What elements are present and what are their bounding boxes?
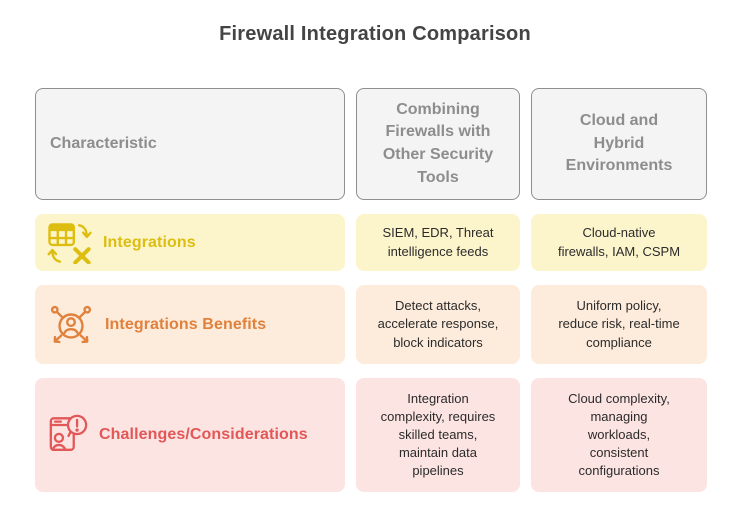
cell-benefits-cloud-hybrid: Uniform policy, reduce risk, real-time c… — [531, 285, 707, 364]
report-alert-icon — [47, 410, 89, 460]
user-network-icon — [47, 304, 95, 346]
column-header-characteristic: Characteristic — [35, 88, 345, 200]
cell-integrations-cloud-hybrid: Cloud-native firewalls, IAM, CSPM — [531, 214, 707, 271]
cell-challenges-security-tools: Integration complexity, requires skilled… — [356, 378, 520, 492]
column-header-combining-firewalls: Combining Firewalls with Other Security … — [356, 88, 520, 200]
row-label-challenges: Challenges/Considerations — [35, 378, 345, 492]
cell-integrations-security-tools: SIEM, EDR, Threat intelligence feeds — [356, 214, 520, 271]
row-label-text: Integrations Benefits — [105, 315, 267, 333]
cell-challenges-cloud-hybrid: Cloud complexity, managing workloads, co… — [531, 378, 707, 492]
row-label-text: Integrations — [103, 233, 196, 251]
column-header-cloud-hybrid: Cloud and Hybrid Environments — [531, 88, 707, 200]
row-label-integrations: Integrations — [35, 214, 345, 271]
cell-benefits-security-tools: Detect attacks, accelerate response, blo… — [356, 285, 520, 364]
row-label-text: Challenges/Considerations — [99, 426, 308, 443]
row-label-integrations-benefits: Integrations Benefits — [35, 285, 345, 364]
comparison-table: Characteristic Combining Firewalls with … — [35, 88, 707, 492]
page-title: Firewall Integration Comparison — [219, 23, 531, 45]
table-sync-icon — [47, 222, 93, 264]
